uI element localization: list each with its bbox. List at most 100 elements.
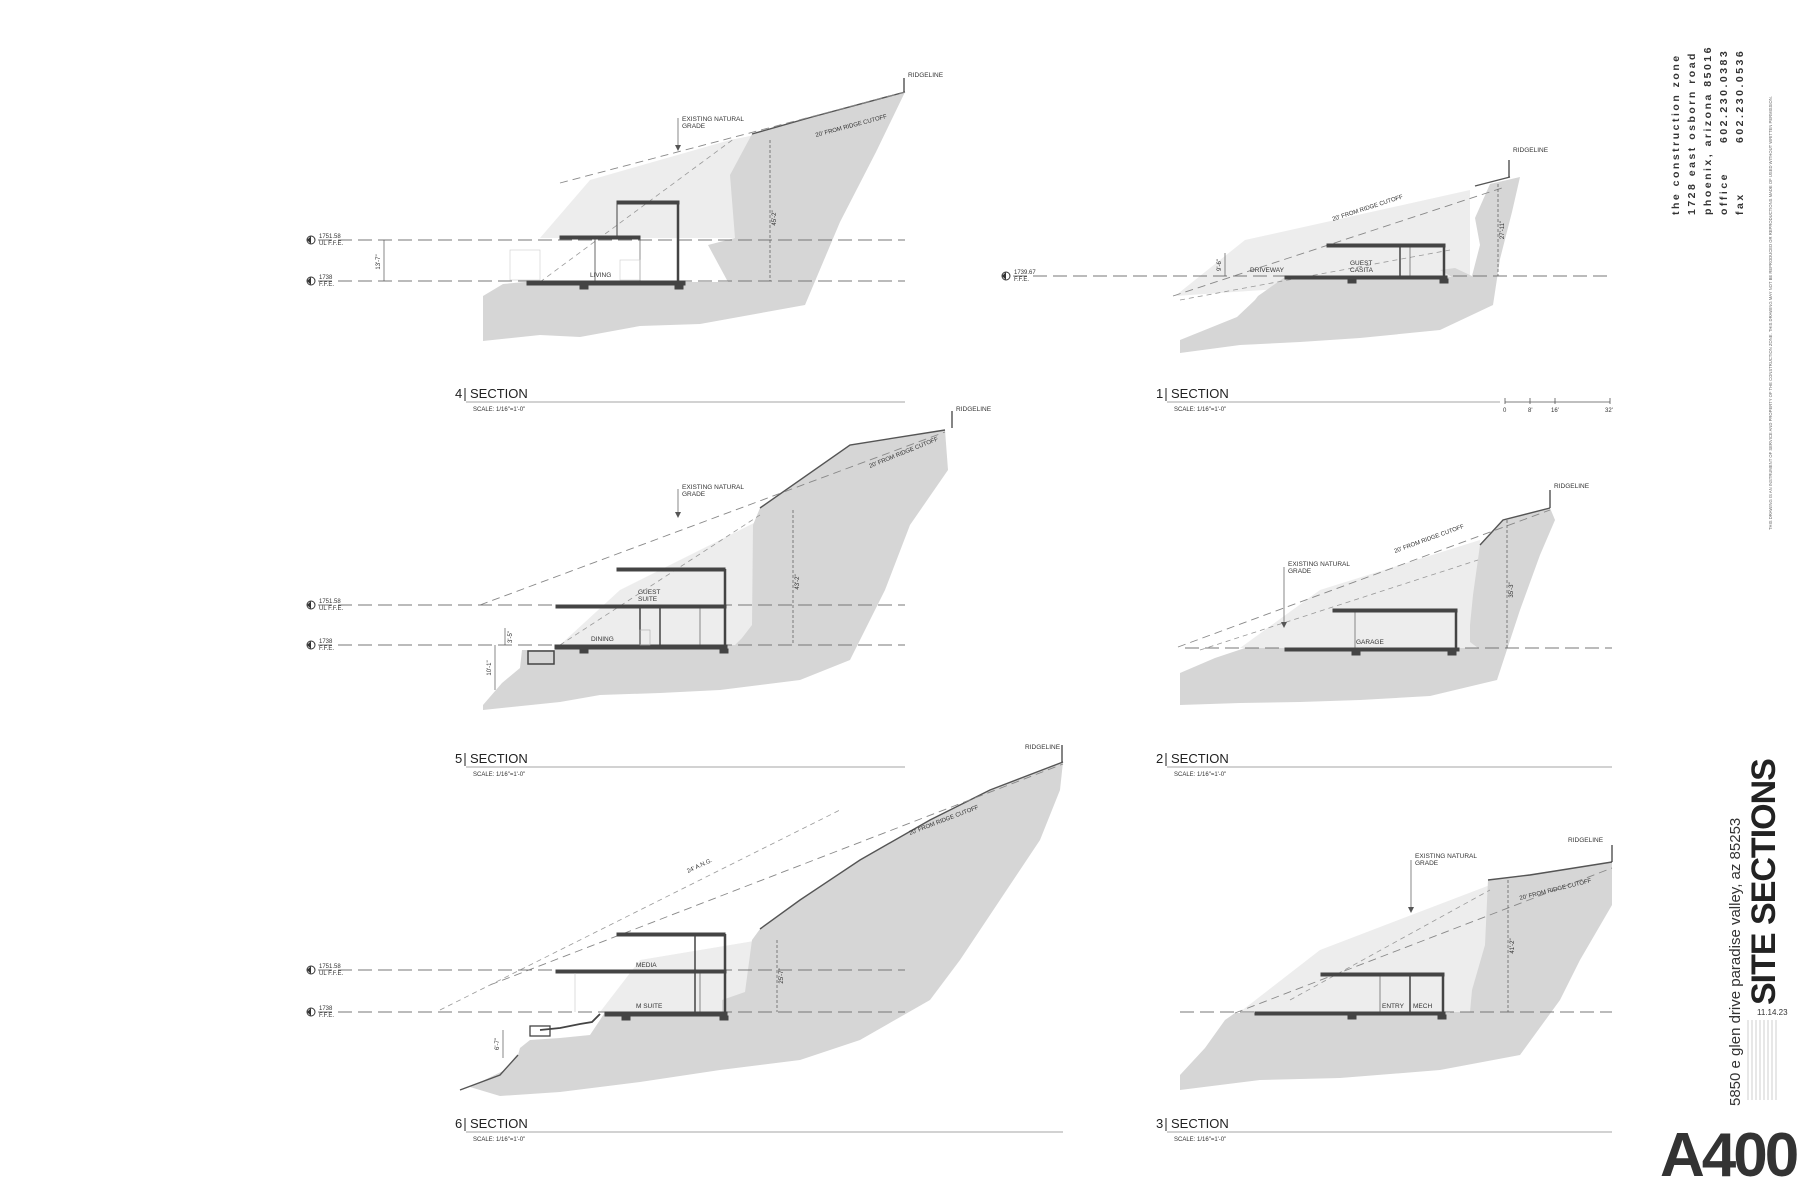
section-2-dim-35-text: 35'-3" [1509,582,1515,597]
section-4-building [509,200,686,290]
section-3-title: SECTION [1171,1116,1229,1131]
section-6-scale: SCALE: 1/16"=1'-0" [473,1137,525,1143]
section-5-elev-upper: 1751.58 [319,599,341,605]
section-1-title: SECTION [1171,386,1229,401]
firm-name: the construction zone [1670,53,1682,215]
section-1-room-guest: GUEST [1350,260,1372,267]
section-3-natural-grade-line [1289,889,1491,1001]
section-3-natural-grade-2: GRADE [1415,860,1439,867]
firm-info: the construction zone 1728 east osborn r… [1670,45,1746,215]
section-5-room-guest: GUEST [638,589,660,596]
section-1-room-driveway: DRIVEWAY [1250,267,1285,274]
section-1-dim-9-text: 9'-6" [1217,259,1223,271]
section-5-scale: SCALE: 1/16"=1'-0" [473,772,525,778]
section-5-building [527,567,729,665]
scale-bar-tick-16: 16' [1551,408,1559,414]
section-1-cutoff-line [1172,186,1506,297]
sheet-number: A400 [1660,1121,1797,1190]
section-3-ridgeline: RIDGELINE [1568,837,1604,844]
section-6-building [529,932,729,1037]
section-3-dim-41-text: 41'-2" [1510,938,1516,953]
section-1-natural-grade-line [1179,249,1451,301]
sheet-title: SITE SECTIONS [1745,759,1783,1005]
section-1-ground [1180,177,1520,353]
section-6-elev-upper: 1751.58 [319,964,341,970]
section-3-number: 3 [1156,1116,1163,1131]
section-6-elev-upper-label: UL F.F.E. [319,971,343,977]
section-5-cutoff-line [479,431,946,606]
section-5: 43'-2" 3'-5" 10'-1" 1751.58 UL F.F.E. 17… [306,406,992,778]
section-5-elev-lower-label: F.F.E. [319,646,334,652]
section-1-elev: 1739.67 [1014,270,1036,276]
section-3-scale: SCALE: 1/16"=1'-0" [1174,1137,1226,1143]
section-2-light-area [1240,540,1480,648]
section-1-dim-27-text: 27'-11" [1500,221,1506,239]
section-6-room-msuite: M SUITE [636,1003,663,1010]
section-2-ridgeline: RIDGELINE [1554,483,1590,490]
section-5-room-dining: DINING [591,636,614,643]
sheet-date: 11.14.23 [1757,1008,1788,1017]
section-5-dim-3-text: 3'-5" [508,631,514,643]
section-4: 45'-2" 13'-7" 1751.58 UL F.F.E. 1738 F.F… [306,72,944,413]
section-6-ang-line [439,809,841,1011]
section-1-elev-label: F.F.E. [1014,277,1029,283]
section-4-dim-45-text: 45'-2" [772,210,778,225]
section-6-ang-text: 24' A.N.G. [686,858,713,875]
section-6-light-area [600,940,760,1012]
section-2-ridge-profile [1479,507,1551,546]
section-5-light-area [560,510,765,645]
section-3-natural-grade-1: EXISTING NATURAL [1415,853,1477,860]
section-1-building [1284,243,1449,284]
section-4-elev-lower: 1738 [319,275,333,281]
section-4-elev-upper-label: UL F.F.E. [319,241,343,247]
section-2-building [1284,608,1460,656]
project-address: 5850 e glen drive paradise valley, az 85… [1727,818,1744,1106]
scale-bar-tick-8: 8' [1528,408,1532,414]
section-2-scale: SCALE: 1/16"=1'-0" [1174,772,1226,778]
section-1-number: 1 [1156,386,1163,401]
section-6-ridgeline: RIDGELINE [1025,744,1061,751]
section-5-ground [483,430,948,710]
section-5-dim-43-text: 43'-2" [795,574,801,589]
section-5-number: 5 [455,751,462,766]
section-3-cutoff-line [1234,867,1613,1014]
section-4-ground [483,92,905,341]
firm-office-phone: 602.230.0383 [1718,49,1730,143]
section-1-room-casita: CASITA [1350,267,1374,274]
firm-fax-label: fax [1734,192,1746,215]
section-1-scale: SCALE: 1/16"=1'-0" [1174,407,1226,413]
section-6: 25'-7" 6'-7" 1751.58 UL F.F.E. 1738 F.F.… [306,744,1064,1143]
section-2-ground [1180,508,1555,705]
section-6-room-media: MEDIA [636,962,657,969]
scale-bar-tick-32: 32' [1605,408,1613,414]
section-4-room-living: LIVING [590,272,611,279]
section-6-dim-25-text: 25'-7" [779,968,785,983]
section-6-title: SECTION [470,1116,528,1131]
section-2-room-garage: GARAGE [1356,639,1384,646]
date-stripes [1747,1020,1777,1100]
section-4-title: SECTION [470,386,528,401]
section-3-room-mech: MECH [1413,1003,1432,1010]
section-4-natural-grade-2: GRADE [682,123,706,130]
section-4-cutoff-line [559,91,906,184]
section-4-elev-lower-label: F.F.E. [319,282,334,288]
section-6-number: 6 [455,1116,462,1131]
section-4-ridge-profile [751,91,906,135]
section-4-natural-grade-line [539,137,736,283]
scale-bar: 0 8' 16' 32' [1503,398,1613,414]
section-4-scale: SCALE: 1/16"=1'-0" [473,407,525,413]
section-4-number: 4 [455,386,462,401]
section-5-natural-grade-2: GRADE [682,491,706,498]
section-3: 41'-2" ENTRY MECH EXISTING NATURAL GRADE… [1156,837,1613,1143]
firm-fax-phone: 602.230.0536 [1734,49,1746,143]
section-5-ridge-profile [759,429,946,509]
firm-address-1: 1728 east osborn road [1686,51,1698,215]
section-5-natural-grade-line [559,514,761,646]
section-6-ridge-profile [459,761,1064,1091]
section-2-natural-grade-line [1199,559,1479,651]
section-1-ridgeline: RIDGELINE [1513,147,1549,154]
firm-address-2: phoenix, arizona 85016 [1702,45,1714,215]
title-block: the construction zone 1728 east osborn r… [1660,45,1800,1190]
section-6-cutoff-line [489,763,1064,986]
